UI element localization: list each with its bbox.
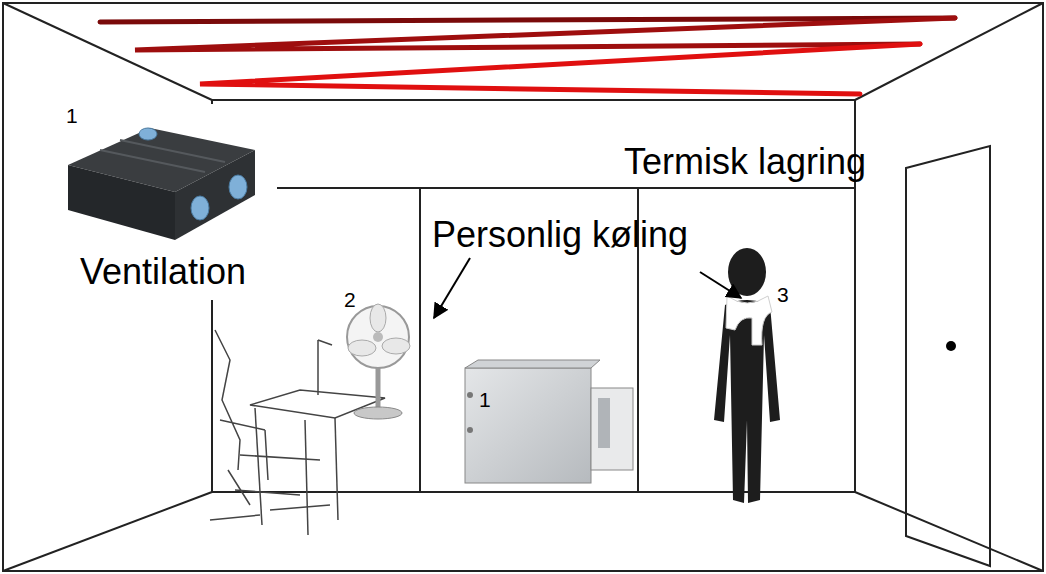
fan-base	[354, 407, 402, 419]
fan-hub	[373, 332, 383, 342]
pipe-stub	[467, 427, 473, 433]
coil-line	[135, 18, 955, 50]
fan-blade	[370, 304, 386, 332]
callout-number: 1	[479, 387, 491, 412]
unit-top	[465, 360, 600, 368]
control-panel	[598, 398, 610, 448]
desk-leg	[255, 408, 262, 525]
floor-strokes	[235, 455, 330, 510]
window-frame	[419, 188, 421, 492]
desk-leg	[305, 420, 308, 535]
window-frame	[212, 187, 855, 189]
door	[906, 146, 990, 566]
room-frame	[3, 3, 1043, 571]
body	[714, 300, 780, 503]
pipe-stub	[467, 392, 473, 398]
unit-ridge	[100, 150, 205, 172]
room-lines	[3, 3, 1043, 571]
floor-edge	[3, 492, 212, 571]
lamp	[318, 340, 332, 345]
zone-label: Ventilation	[80, 250, 246, 293]
fan-stand	[376, 365, 381, 410]
lamp	[317, 340, 319, 395]
fan-coil-unit	[465, 360, 633, 483]
unit-ridge	[120, 140, 225, 162]
image-background	[55, 104, 277, 300]
duct-port	[139, 128, 157, 140]
zone-label: Termisk lagring	[624, 140, 866, 183]
leader-arrow	[434, 258, 470, 318]
head	[728, 248, 766, 296]
door-knob	[946, 341, 956, 351]
callout-number: 3	[777, 282, 789, 307]
desk-leg	[335, 418, 338, 520]
callout-number: 2	[344, 287, 356, 312]
desk-fan	[347, 304, 410, 419]
zone-label: Personlig køling	[432, 213, 688, 256]
neck-towel	[726, 296, 772, 345]
fan-blade	[382, 338, 410, 354]
thermal-storage-coil	[100, 18, 955, 94]
duct-port	[229, 175, 247, 199]
callout-number: 1	[66, 103, 78, 128]
duct-port	[191, 196, 209, 220]
leader-arrow	[700, 272, 741, 298]
unit-body	[465, 368, 591, 483]
ventilation-unit	[68, 128, 255, 240]
unit-front	[68, 165, 175, 240]
floor-edge	[855, 492, 1043, 571]
unit-side	[175, 150, 255, 240]
control-box	[591, 388, 633, 470]
coil-line	[200, 44, 920, 94]
fan-blade	[348, 340, 376, 356]
